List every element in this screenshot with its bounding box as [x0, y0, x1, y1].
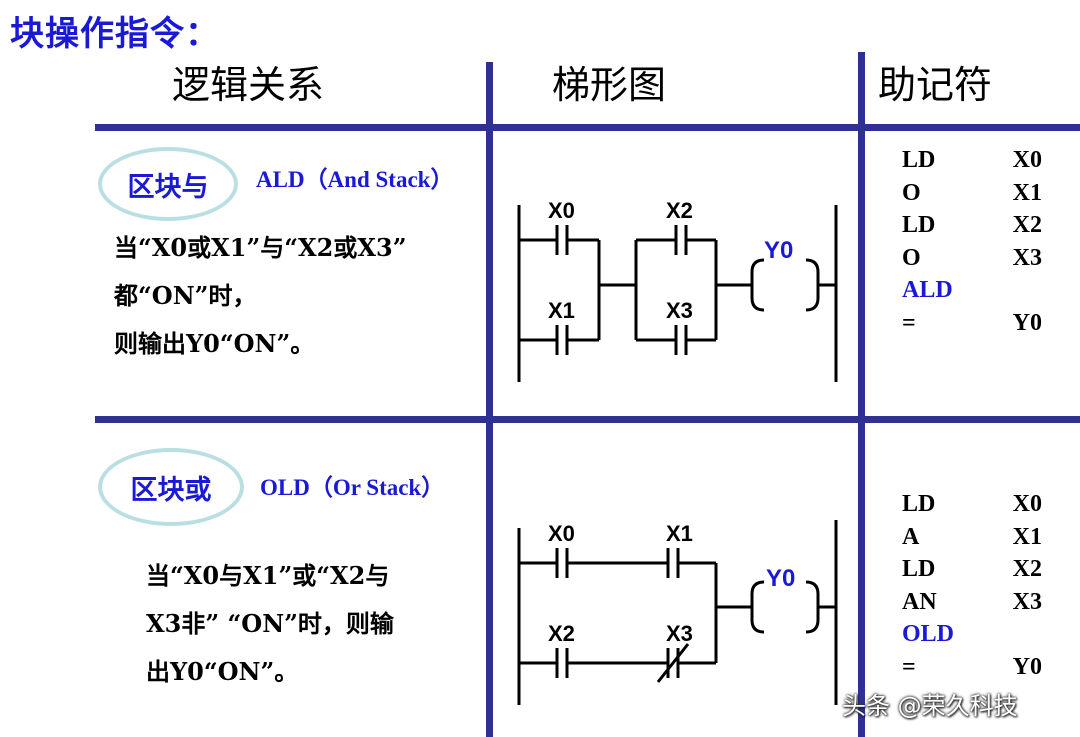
- mnemonic-op: AN: [902, 588, 937, 615]
- mnemonic-op: ALD: [902, 277, 953, 304]
- description-line: 当“X0与X1”或“X2与: [146, 561, 390, 590]
- ladder-old: [517, 520, 838, 705]
- mnemonic-arg: X1: [1012, 179, 1042, 206]
- description-line: 都“ON”时，: [114, 281, 257, 310]
- mnemonic-row: ALD: [902, 274, 1042, 307]
- mnemonic-op: =: [902, 309, 916, 336]
- command-old: OLD（Or Stack）: [260, 475, 445, 500]
- contact-label: X0: [548, 521, 575, 546]
- mnemonic-op: LD: [902, 556, 936, 583]
- description-and-block: 当“X0或X1”与“X2或X3” 都“ON”时， 则输出Y0“ON”。: [114, 224, 407, 368]
- mnemonic-arg: Y0: [1012, 653, 1042, 680]
- contact-label: X3: [666, 298, 693, 323]
- mnemonic-op: A: [902, 523, 920, 550]
- coil-y0-icon: [750, 580, 765, 634]
- column-divider-2: [858, 52, 865, 737]
- description-or-block: 当“X0与X1”或“X2与 X3非” “ON”时，则输 出Y0“ON”。: [146, 552, 394, 696]
- ladder-ald: [517, 205, 838, 382]
- mnemonic-op: O: [902, 179, 921, 206]
- mnemonic-row: LD X0: [902, 488, 1042, 521]
- mnemonic-arg: X3: [1012, 244, 1042, 271]
- mnemonic-arg: X0: [1012, 491, 1042, 517]
- command-ald: ALD（And Stack）: [256, 167, 454, 192]
- mnemonic-row: LD X2: [902, 553, 1042, 586]
- contact-label: X3: [666, 621, 693, 646]
- column-divider-1: [486, 62, 493, 737]
- page-title: 块操作指令：: [10, 14, 220, 54]
- contact-label: X0: [548, 198, 575, 223]
- mnemonic-arg: X2: [1012, 556, 1042, 583]
- mnemonic-arg: X1: [1012, 523, 1042, 550]
- mnemonic-op: LD: [902, 147, 936, 173]
- badge-and-block: 区块与: [98, 147, 238, 221]
- mnemonic-row: = Y0: [902, 651, 1042, 684]
- header-divider: [95, 124, 1080, 131]
- mnemonic-arg: X0: [1012, 147, 1042, 173]
- mnemonic-op: LD: [902, 491, 936, 517]
- description-line: 当“X0或X1”与“X2或X3”: [114, 233, 407, 262]
- coil-y0-icon: [750, 258, 765, 312]
- mnemonic-row: A X1: [902, 521, 1042, 554]
- contact-label: X2: [666, 198, 693, 223]
- mnemonic-op: O: [902, 244, 921, 271]
- mnemonic-op: LD: [902, 212, 936, 239]
- description-line: X3非” “ON”时，则输: [146, 609, 394, 638]
- coil-label: Y0: [766, 565, 795, 592]
- description-line: 出Y0“ON”。: [146, 657, 299, 686]
- section-divider: [95, 416, 1080, 423]
- column-header-mnemonic: 助记符: [878, 63, 993, 107]
- watermark: 头条 @荣久科技: [842, 692, 1018, 720]
- badge-or-block: 区块或: [98, 448, 244, 526]
- contact-label: X1: [666, 521, 693, 546]
- mnemonic-row: = Y0: [902, 307, 1042, 340]
- mnemonic-arg: Y0: [1012, 309, 1042, 336]
- mnemonic-list-ald: LD X0 O X1 LD X2 O X3 ALD = Y0: [902, 144, 1042, 340]
- mnemonic-list-old: LD X0 A X1 LD X2 AN X3 OLD = Y0: [902, 488, 1042, 684]
- mnemonic-arg: X3: [1012, 588, 1042, 615]
- mnemonic-row: O X3: [902, 242, 1042, 275]
- column-header-logic: 逻辑关系: [172, 63, 325, 107]
- mnemonic-row: O X1: [902, 177, 1042, 210]
- mnemonic-row: LD X0: [902, 144, 1042, 177]
- mnemonic-row: AN X3: [902, 586, 1042, 619]
- mnemonic-op: OLD: [902, 621, 955, 648]
- coil-label: Y0: [764, 237, 793, 264]
- contact-label: X1: [548, 298, 575, 323]
- mnemonic-op: =: [902, 653, 916, 680]
- description-line: 则输出Y0“ON”。: [114, 329, 315, 358]
- mnemonic-arg: X2: [1012, 212, 1042, 239]
- mnemonic-row: OLD: [902, 618, 1042, 651]
- column-header-ladder: 梯形图: [552, 63, 667, 107]
- contact-label: X2: [548, 621, 575, 646]
- mnemonic-row: LD X2: [902, 209, 1042, 242]
